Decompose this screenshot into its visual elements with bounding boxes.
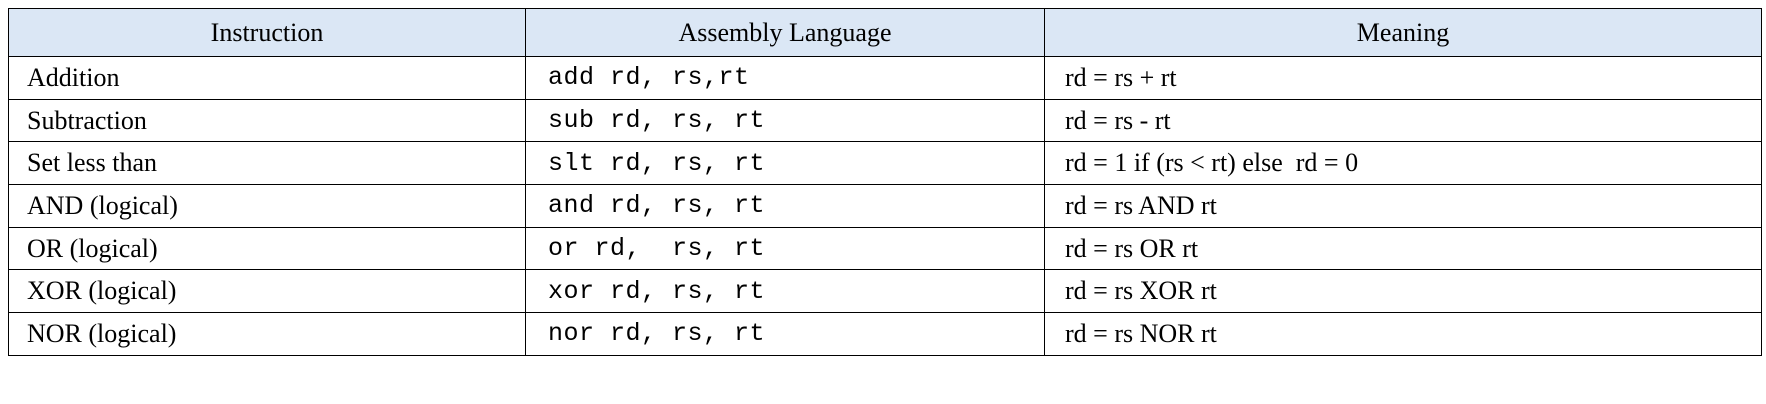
instruction-table: Instruction Assembly Language Meaning Ad…: [8, 8, 1762, 356]
meaning-cell: rd = rs NOR rt: [1044, 312, 1762, 356]
meaning-cell: rd = rs XOR rt: [1044, 269, 1762, 314]
meaning-cell: rd = rs OR rt: [1044, 226, 1762, 271]
assembly-cell: nor rd, rs, rt: [525, 312, 1045, 356]
instruction-cell: Subtraction: [8, 98, 526, 143]
table-header-row: Instruction Assembly Language Meaning: [8, 8, 1762, 57]
assembly-cell: add rd, rs,rt: [525, 56, 1045, 100]
assembly-cell: slt rd, rs, rt: [525, 141, 1045, 186]
instruction-cell: Addition: [8, 56, 526, 100]
assembly-cell: or rd, rs, rt: [525, 226, 1045, 271]
table-row: Addition add rd, rs,rt rd = rs + rt: [8, 56, 1762, 100]
meaning-cell: rd = rs AND rt: [1044, 184, 1762, 228]
meaning-cell: rd = rs + rt: [1044, 56, 1762, 100]
meaning-cell: rd = rs - rt: [1044, 98, 1762, 143]
assembly-cell: and rd, rs, rt: [525, 184, 1045, 228]
instruction-cell: XOR (logical): [8, 269, 526, 314]
column-header-meaning: Meaning: [1044, 8, 1762, 57]
table-row: NOR (logical) nor rd, rs, rt rd = rs NOR…: [8, 312, 1762, 356]
column-header-instruction: Instruction: [8, 8, 526, 57]
instruction-cell: Set less than: [8, 141, 526, 186]
meaning-cell: rd = 1 if (rs < rt) else rd = 0: [1044, 141, 1762, 186]
table-row: Set less than slt rd, rs, rt rd = 1 if (…: [8, 141, 1762, 186]
table-row: Subtraction sub rd, rs, rt rd = rs - rt: [8, 98, 1762, 143]
assembly-cell: xor rd, rs, rt: [525, 269, 1045, 314]
table-row: OR (logical) or rd, rs, rt rd = rs OR rt: [8, 226, 1762, 271]
table-row: XOR (logical) xor rd, rs, rt rd = rs XOR…: [8, 269, 1762, 314]
instruction-cell: NOR (logical): [8, 312, 526, 356]
assembly-cell: sub rd, rs, rt: [525, 98, 1045, 143]
instruction-cell: OR (logical): [8, 226, 526, 271]
instruction-cell: AND (logical): [8, 184, 526, 228]
table-row: AND (logical) and rd, rs, rt rd = rs AND…: [8, 184, 1762, 228]
column-header-assembly-language: Assembly Language: [525, 8, 1045, 57]
